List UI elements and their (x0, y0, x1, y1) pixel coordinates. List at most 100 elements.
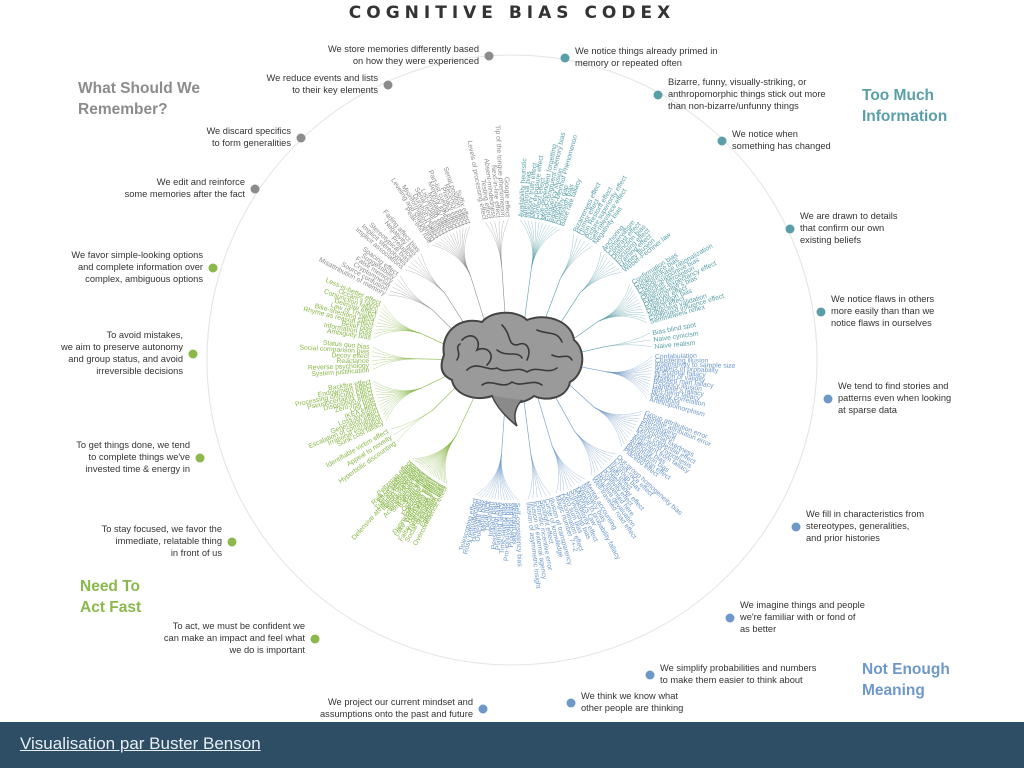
bias-label: Clustering illusion (655, 357, 708, 364)
branch-line (397, 410, 432, 441)
branch-line (373, 380, 422, 391)
category-dot (717, 136, 727, 146)
branch-line (500, 454, 508, 501)
branch-trunk (455, 392, 477, 437)
branch-line (464, 226, 471, 275)
branch-line (560, 245, 594, 279)
branch-trunk (537, 396, 553, 447)
branch-line (376, 387, 422, 396)
branch-line (405, 269, 445, 294)
category-dot (816, 307, 826, 317)
branch-line (485, 454, 502, 498)
branch-line (372, 346, 418, 360)
category-dot (484, 51, 494, 61)
category-dot (227, 537, 237, 547)
category-dot (785, 224, 795, 234)
branch-line (372, 358, 418, 370)
branch-trunk (524, 266, 532, 321)
branch-line (520, 220, 533, 268)
bias-label: Decoy effect (331, 352, 369, 360)
bias-label: Planning fallacy (495, 502, 506, 551)
bias-label: Reverse psychology (308, 362, 370, 371)
branch-line (390, 410, 432, 430)
branch-line (528, 453, 533, 500)
credit-link[interactable]: Visualisation par Buster Benson (20, 734, 261, 753)
bias-label: Declinism (484, 501, 495, 531)
category-dot (725, 613, 735, 623)
branch-line (420, 253, 445, 294)
category-label: To avoid mistakes,we aim to preserve aut… (60, 330, 183, 376)
bias-label: Anecdotal fallacy (654, 368, 706, 379)
category-dot (566, 698, 576, 708)
bias-label: Status quo bias (323, 340, 371, 351)
branch-line (374, 329, 421, 335)
branch-line (442, 436, 456, 482)
bias-label: System justification (311, 367, 370, 378)
branch-line (574, 431, 602, 468)
branch-line (574, 431, 592, 476)
category-dot (195, 453, 205, 463)
branch-line (500, 454, 518, 501)
branch-line (552, 445, 561, 492)
category-dot (188, 349, 198, 359)
branch-line (552, 445, 568, 489)
branch-line (531, 228, 561, 268)
bias-label: Attentional bias (522, 170, 533, 218)
bias-label: Insensitivity to sample size (655, 361, 736, 370)
footer-bar: Visualisation par Buster Benson (0, 722, 1024, 768)
bias-label: Pessimism bias (490, 501, 502, 549)
bias-label: Projection bias (508, 502, 515, 547)
category-dot (383, 80, 393, 90)
branch-line (475, 454, 502, 496)
branch-line (605, 333, 650, 347)
branch-line (594, 407, 623, 447)
bias-label: Time-saving bias (499, 502, 509, 554)
branch-line (408, 265, 445, 294)
branch-line (594, 407, 640, 419)
bias-label: Availability heuristic (518, 157, 529, 217)
category-dot (645, 670, 655, 680)
branch-line (552, 445, 579, 484)
branch-line (413, 436, 456, 460)
bias-label: Reactance (336, 358, 369, 365)
bias-label: Impact bias (488, 501, 499, 537)
branch-line (598, 316, 647, 323)
branch-line (417, 256, 445, 294)
bias-label: Social comparison bias (299, 344, 370, 355)
branch-line (552, 445, 559, 493)
branch-line (459, 230, 471, 275)
branch-line (456, 231, 471, 275)
bias-label: Neglect of probability (655, 364, 719, 374)
bias-codex-diagram: COGNITIVE BIAS CODEX Availability heuris… (60, 3, 951, 719)
branch-line (574, 431, 596, 473)
category-dot (560, 53, 570, 63)
branch-line (552, 445, 586, 480)
branch-line (574, 431, 599, 471)
branch-lines (371, 219, 653, 501)
branch-line (606, 371, 649, 392)
branch-line (574, 431, 611, 461)
branch-line (552, 445, 575, 486)
category-dot (296, 133, 306, 143)
bias-label: Pro-innovation bias (503, 502, 512, 561)
bias-label: Confabulation (655, 353, 697, 361)
category-dot (791, 522, 801, 532)
category-dot (823, 394, 833, 404)
